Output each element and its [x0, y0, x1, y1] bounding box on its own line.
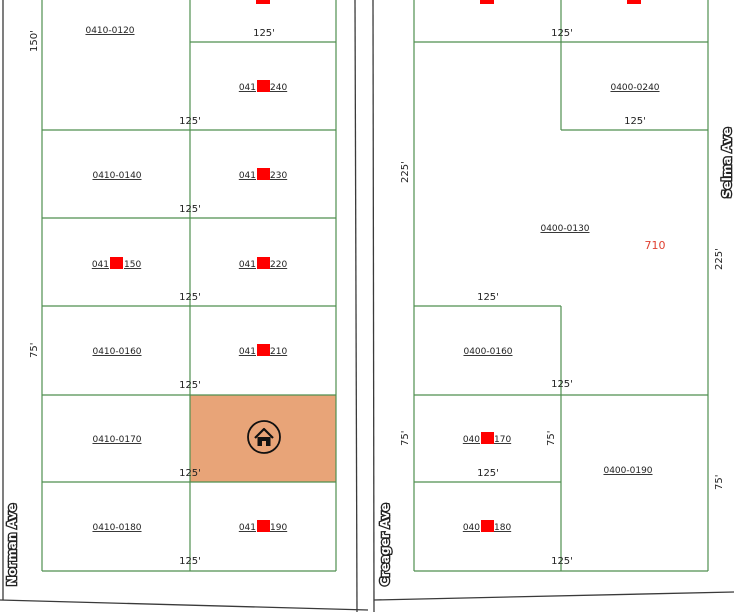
parcel-id[interactable]: 041: [239, 83, 256, 93]
dimension-label: 75': [546, 431, 557, 446]
redaction-mark: [110, 257, 123, 269]
dimension-label: 225': [400, 161, 411, 183]
street-name-creager: Creager Ave: [378, 503, 392, 586]
dimension-label: 125': [179, 204, 201, 215]
west-block-lines: [41, 0, 337, 572]
dimension-label: 125': [179, 292, 201, 303]
parcel-id[interactable]: 0410-0140: [92, 171, 141, 181]
parcel-id[interactable]: 040: [463, 523, 480, 533]
parcel-id[interactable]: 0400-0160: [463, 347, 512, 357]
parcel-id[interactable]: 041: [239, 347, 256, 357]
parcel-id[interactable]: 180: [494, 523, 511, 533]
redaction-mark: [481, 520, 494, 532]
parcel-id[interactable]: 041: [239, 171, 256, 181]
home-icon[interactable]: [247, 420, 281, 454]
redaction-mark: [257, 168, 270, 180]
parcel-id[interactable]: 0410-0170: [92, 435, 141, 445]
parcel-id[interactable]: 0410-0120: [85, 26, 134, 36]
dimension-label: 125': [179, 468, 201, 479]
top-edge-fragments: [256, 0, 641, 4]
parcel-id[interactable]: 041: [239, 523, 256, 533]
parcel-id[interactable]: 0410-0160: [92, 347, 141, 357]
road-edge-left: [0, 599, 369, 611]
parcel-id[interactable]: 190: [270, 523, 287, 533]
redaction-mark: [480, 0, 494, 4]
redaction-mark: [481, 432, 494, 444]
parcel-id[interactable]: 170: [494, 435, 511, 445]
parcel-id[interactable]: 220: [270, 260, 287, 270]
redaction-mark: [627, 0, 641, 4]
redaction-mark: [257, 80, 270, 92]
parcel-id[interactable]: 230: [270, 171, 287, 181]
address-number: 710: [645, 239, 666, 252]
parcel-id[interactable]: 0400-0190: [603, 466, 652, 476]
dimension-label: 75': [714, 475, 725, 490]
dimension-label: 125': [624, 116, 646, 127]
parcel-id[interactable]: 040: [463, 435, 480, 445]
redaction-mark: [257, 344, 270, 356]
redaction-mark: [257, 520, 270, 532]
road-edge-right: [373, 591, 734, 601]
redaction-mark: [256, 0, 270, 4]
parcel-id[interactable]: 210: [270, 347, 287, 357]
dimension-label: 125': [551, 28, 573, 39]
dimension-label: 125': [551, 556, 573, 567]
dimension-label: 75': [29, 343, 40, 358]
parcel-id[interactable]: 0410-0180: [92, 523, 141, 533]
creager-ave-edge-east: [372, 0, 375, 612]
street-name-norman: Norman Ave: [5, 504, 19, 586]
parcel-id[interactable]: 240: [270, 83, 287, 93]
parcel-id[interactable]: 0400-0130: [540, 224, 589, 234]
dimension-label: 125': [253, 28, 275, 39]
dimension-label: 75': [400, 431, 411, 446]
dimension-label: 125': [179, 380, 201, 391]
street-name-selma: Selma Ave: [720, 128, 734, 199]
dimension-label: 125': [551, 379, 573, 390]
parcel-id[interactable]: 0400-0240: [610, 83, 659, 93]
redaction-mark: [257, 257, 270, 269]
dimension-label: 125': [477, 468, 499, 479]
dimension-label: 225': [714, 248, 725, 270]
parcel-id[interactable]: 041: [239, 260, 256, 270]
parcel-id[interactable]: 041: [92, 260, 109, 270]
dimension-label: 125': [179, 556, 201, 567]
parcel-id[interactable]: 150: [124, 260, 141, 270]
east-block-lines: [413, 0, 709, 572]
dimension-label: 125': [179, 116, 201, 127]
creager-ave-edge-west: [354, 0, 358, 612]
dimension-label: 150': [29, 30, 40, 52]
dimension-label: 125': [477, 292, 499, 303]
